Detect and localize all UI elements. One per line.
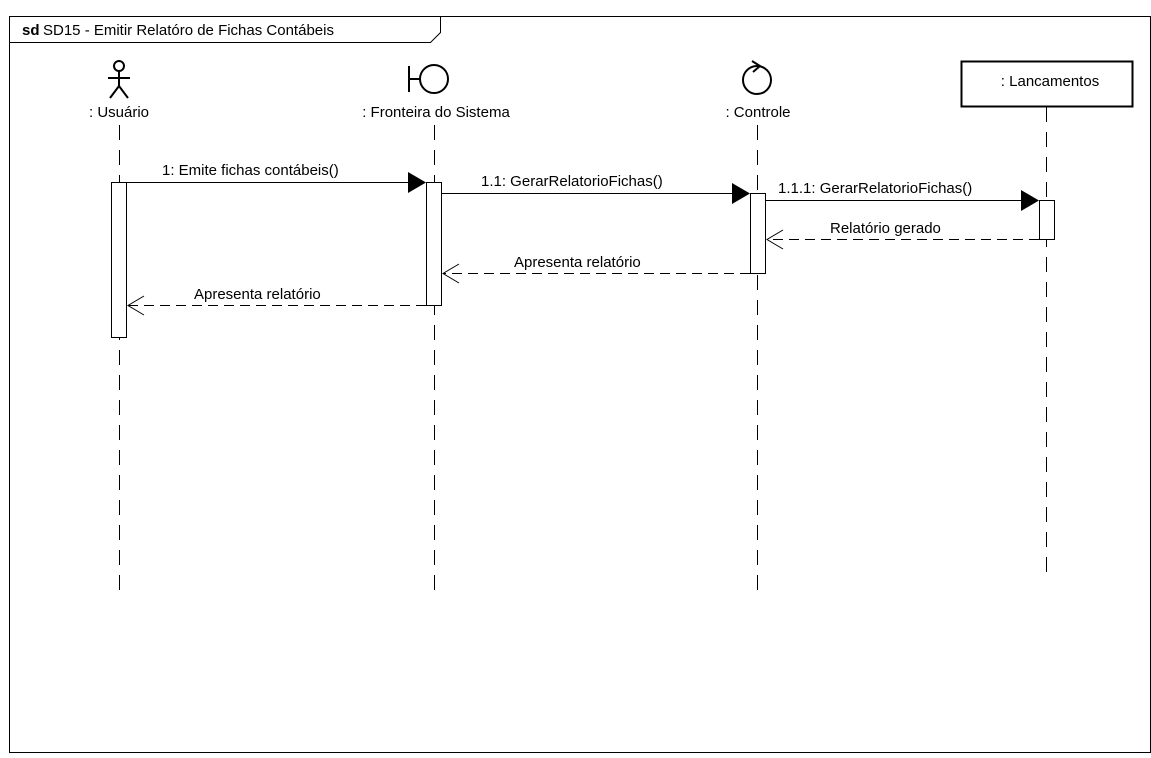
lifeline-controle: : Controle <box>725 60 791 593</box>
control-icon <box>742 60 772 95</box>
arrowhead-filled <box>1021 190 1039 211</box>
lifeline-label-controle: : Controle <box>725 104 790 121</box>
message-1: 1: Emite fichas contábeis() <box>127 162 426 193</box>
lifeline-label-lancamentos: : Lancamentos <box>1001 73 1099 90</box>
actor-icon <box>108 60 130 99</box>
message-4: Relatório gerado <box>766 220 1039 250</box>
lifeline-lancamentos: : Lancamentos <box>960 60 1134 580</box>
message-6: Apresenta relatório <box>127 286 426 316</box>
message-3: 1.1.1: GerarRelatorioFichas() <box>766 180 1039 211</box>
lifeline-label-fronteira: : Fronteira do Sistema <box>362 104 510 121</box>
activation-lancamentos <box>1039 200 1055 240</box>
arrowhead-open <box>766 229 784 250</box>
lifeline-label-usuario: : Usuário <box>89 104 149 121</box>
message-2: 1.1: GerarRelatorioFichas() <box>442 173 750 204</box>
message-label: Relatório gerado <box>830 220 941 237</box>
lifeline-usuario: : Usuário <box>89 60 149 593</box>
frame-title: SD15 - Emitir Relatóro de Fichas Contábe… <box>43 22 334 39</box>
object-box-lancamentos <box>960 60 1134 108</box>
activation-usuario <box>111 182 127 338</box>
activation-controle <box>750 193 766 274</box>
arrowhead-filled <box>408 172 426 193</box>
message-label: Apresenta relatório <box>514 254 641 271</box>
boundary-icon <box>408 64 449 94</box>
arrowhead-open <box>127 295 145 316</box>
diagram-frame: sd SD15 - Emitir Relatóro de Fichas Cont… <box>9 16 1151 753</box>
message-label: Apresenta relatório <box>194 286 321 303</box>
activation-fronteira <box>426 182 442 306</box>
message-label: 1: Emite fichas contábeis() <box>162 162 339 179</box>
message-5: Apresenta relatório <box>442 254 750 284</box>
message-label: 1.1: GerarRelatorioFichas() <box>481 173 663 190</box>
message-label: 1.1.1: GerarRelatorioFichas() <box>778 180 972 197</box>
frame-keyword: sd <box>22 22 40 39</box>
lifeline-fronteira: : Fronteira do Sistema <box>362 64 510 593</box>
arrowhead-open <box>442 263 460 284</box>
arrowhead-filled <box>732 183 750 204</box>
